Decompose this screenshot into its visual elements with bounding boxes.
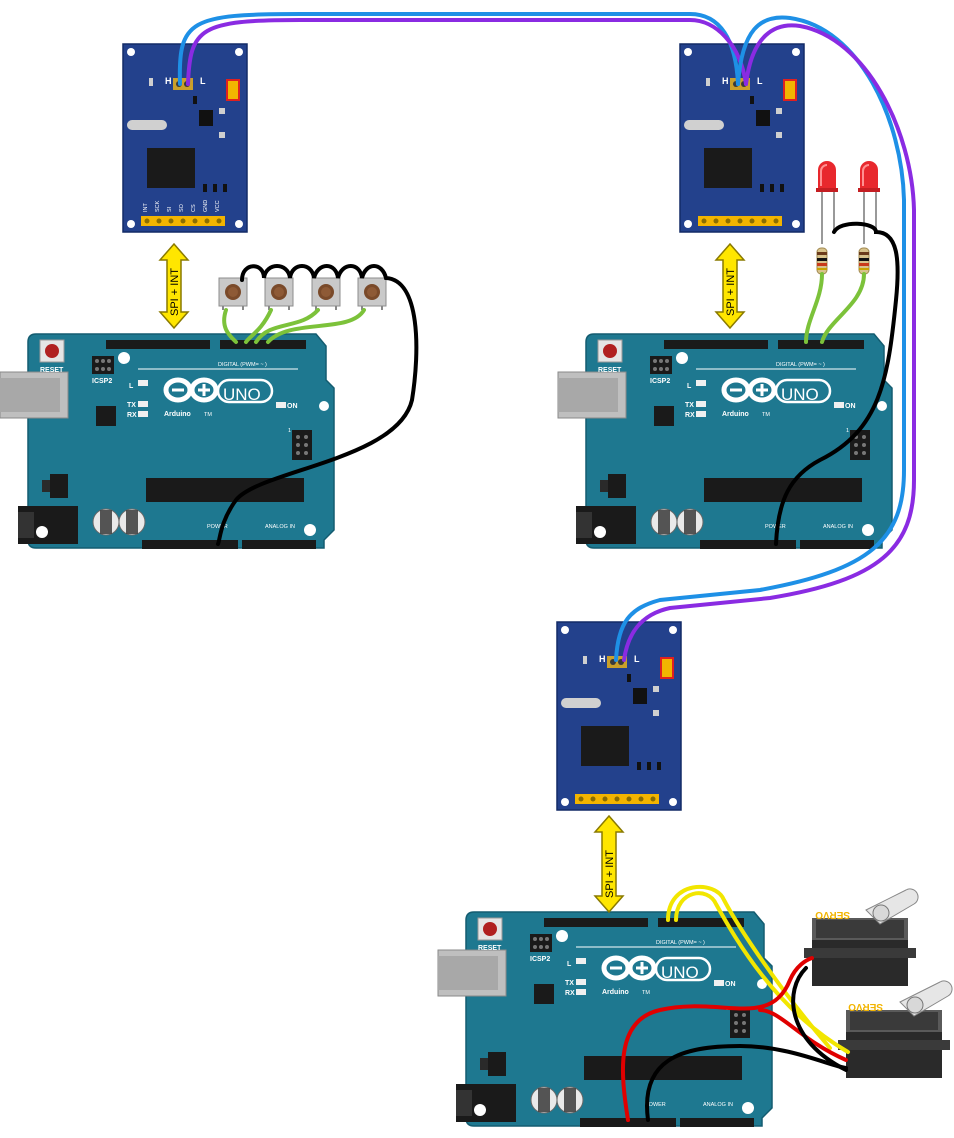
resistor-1: [816, 247, 828, 275]
button-wire-4: [266, 308, 366, 344]
pin-1-label: 1: [288, 428, 291, 434]
brand-label: Arduino: [164, 411, 191, 418]
push-button-3: [311, 277, 341, 311]
can-1-pin-so: SO: [179, 203, 185, 212]
digital-label: DIGITAL (PWM= ~ ): [218, 362, 267, 368]
can-1-pin-cs: CS: [191, 204, 197, 212]
led-red-1: [815, 160, 839, 193]
uno-label: UNO: [661, 963, 699, 982]
servo-ground-wire-2: [791, 966, 848, 1072]
led-tx-label: TX: [127, 402, 136, 409]
can-1-pin-int: INT: [143, 203, 149, 213]
led-wire-1: [804, 272, 824, 344]
icsp2-label: ICSP2: [92, 378, 112, 385]
tm-label: TM: [762, 412, 770, 418]
servo-2: [838, 1010, 950, 1078]
on-label: ON: [287, 403, 298, 410]
led-wire-2: [820, 272, 866, 344]
can-2-h-label: H: [722, 76, 729, 86]
spi-int-link-1: SPI + INT: [158, 242, 190, 330]
push-button-4: [357, 277, 387, 311]
tm-label: TM: [642, 990, 650, 996]
led-rx-label: RX: [685, 412, 695, 419]
led-l-label: L: [129, 383, 134, 390]
spi-int-label-2: SPI + INT: [725, 268, 737, 316]
reset-label: RESET: [598, 367, 622, 374]
servo-power-wire: [621, 956, 814, 1122]
servo-1-label: SERVO: [815, 909, 850, 920]
spi-int-link-2: SPI + INT: [714, 242, 746, 330]
power-label: POWER: [645, 1102, 666, 1108]
can-module-3: [556, 621, 682, 811]
servo-power-wire-2: [758, 1008, 848, 1062]
wires: [177, 12, 916, 1122]
button-ground-wire: [216, 264, 419, 546]
can-module-1: [122, 43, 248, 233]
led-tx-label: TX: [685, 402, 694, 409]
can-1-l-label: L: [200, 76, 206, 86]
icsp2-label: ICSP2: [530, 956, 550, 963]
reset-label: RESET: [40, 367, 64, 374]
can-module-labels: H L H L H L INT SCK SI SO CS GND VCC: [143, 76, 763, 664]
pin-1-label: 1: [846, 428, 849, 434]
analog-in-label: ANALOG IN: [823, 524, 853, 530]
can-3-h-label: H: [599, 654, 606, 664]
resistor-2: [858, 247, 870, 275]
arduino-1-labels: RESET ICSP2 L TX RX Arduino TM UNO ON DI…: [40, 362, 298, 530]
brand-label: Arduino: [602, 989, 629, 996]
tm-label: TM: [204, 412, 212, 418]
led-tx-label: TX: [565, 980, 574, 987]
can-bus-wire-purple-2: [622, 23, 916, 662]
spi-int-label-3: SPI + INT: [604, 850, 616, 898]
led-rx-label: RX: [127, 412, 137, 419]
led-ground-wire: [774, 221, 900, 546]
servo-horn-2: [899, 980, 953, 1017]
arduino-2-labels: RESET ICSP2 L TX RX Arduino TM UNO ON DI…: [598, 362, 856, 530]
button-wire-3: [254, 308, 320, 344]
can-2-l-label: L: [757, 76, 763, 86]
reset-label: RESET: [478, 945, 502, 952]
digital-label: DIGITAL (PWM= ~ ): [776, 362, 825, 368]
spi-int-label-1: SPI + INT: [169, 268, 181, 316]
led-l-label: L: [567, 961, 572, 968]
can-bus-wire-blue: [177, 12, 740, 86]
power-label: POWER: [207, 524, 228, 530]
uno-label: UNO: [781, 385, 819, 404]
can-bus-wire-blue-2: [614, 15, 906, 662]
on-label: ON: [725, 981, 736, 988]
analog-in-label: ANALOG IN: [703, 1102, 733, 1108]
led-rx-label: RX: [565, 990, 575, 997]
can-1-pin-sck: SCK: [155, 200, 161, 212]
icsp2-label: ICSP2: [650, 378, 670, 385]
button-wire-2: [244, 308, 273, 344]
can-1-pin-vcc: VCC: [215, 200, 221, 212]
servo-1: [804, 918, 916, 986]
led-red-2: [857, 160, 881, 193]
push-button-1: [218, 277, 248, 311]
digital-label: DIGITAL (PWM= ~ ): [656, 940, 705, 946]
servo-horn-1: [865, 888, 919, 925]
button-wire-1: [222, 308, 238, 344]
led-l-label: L: [687, 383, 692, 390]
servo-ground-wire: [644, 1043, 848, 1122]
brand-label: Arduino: [722, 411, 749, 418]
servo-signal-wire-2: [674, 891, 850, 1054]
can-1-h-label: H: [165, 76, 172, 86]
can-3-l-label: L: [634, 654, 640, 664]
power-label: POWER: [765, 524, 786, 530]
can-1-pin-si: SI: [167, 206, 173, 212]
push-button-2: [264, 277, 294, 311]
spi-int-link-3: SPI + INT: [593, 814, 625, 914]
on-label: ON: [845, 403, 856, 410]
can-bus-wire-purple: [186, 18, 748, 86]
arduino-3-labels: RESET ICSP2 L TX RX Arduino TM UNO ON DI…: [478, 940, 736, 1108]
can-1-pin-gnd: GND: [203, 200, 209, 212]
servo-2-label: SERVO: [848, 1001, 883, 1012]
analog-in-label: ANALOG IN: [265, 524, 295, 530]
uno-label: UNO: [223, 385, 261, 404]
